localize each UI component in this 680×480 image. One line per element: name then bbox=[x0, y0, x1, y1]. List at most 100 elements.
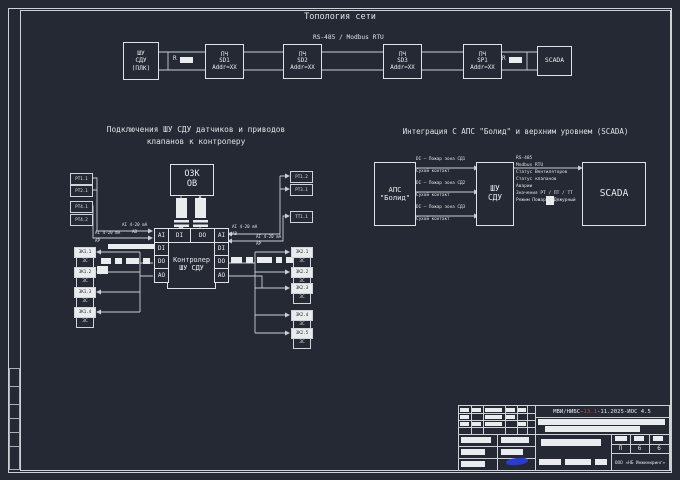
shu-sdu-block: ШУ СДУ bbox=[476, 162, 514, 226]
node-text: ПЧ bbox=[299, 51, 306, 58]
node-text: Addr=XX bbox=[390, 64, 415, 71]
redaction-mark bbox=[485, 422, 502, 426]
link-type: Сухой контакт bbox=[416, 217, 450, 222]
topology-title: Топология сети bbox=[304, 12, 376, 22]
redaction-mark bbox=[460, 422, 469, 426]
arrowhead-icons bbox=[96, 165, 583, 336]
node-vfd-sp1: ПЧ SP1 Addr=XX bbox=[463, 44, 502, 79]
sensor-box: РТ1.1 bbox=[70, 173, 93, 185]
controller-name: ШУ СДУ bbox=[179, 264, 204, 272]
sheet-cell: 6 bbox=[637, 444, 642, 452]
signal-label: AI 4-20 mA bbox=[95, 230, 121, 235]
ozk-valve-block: ОЗК ОВ bbox=[170, 164, 214, 196]
scada-link-line: Статус клапанов bbox=[516, 177, 557, 182]
node-text: Addr=XX bbox=[470, 64, 495, 71]
scada-link-line: Статус Вентиляторов bbox=[516, 170, 568, 175]
node-text: (ПЛК) bbox=[131, 64, 151, 72]
port-do-right: DO bbox=[214, 255, 229, 269]
margin-cell bbox=[9, 432, 20, 447]
redaction-mark bbox=[461, 449, 485, 455]
port-ai-top-right: AI bbox=[214, 228, 229, 243]
wiring-title-line1: Подключения ШУ СДУ датчиков и приводов bbox=[106, 125, 286, 134]
title-block: МВИ/НИБС-13.1-11.2025-ИОС 4.5 П 6 6 ООО … bbox=[458, 405, 670, 471]
redaction-mark bbox=[653, 436, 663, 441]
document-number: МВИ/НИБС-13.1-11.2025-ИОС 4.5 bbox=[536, 407, 668, 417]
outer-frame bbox=[8, 8, 672, 473]
terminator-label-right: R bbox=[502, 55, 506, 62]
port-di-left: DI bbox=[154, 242, 169, 256]
redaction-mark bbox=[545, 426, 640, 432]
signature-mark bbox=[505, 456, 529, 467]
redaction-mark bbox=[506, 408, 515, 412]
redaction-mark bbox=[518, 408, 526, 412]
scada-link-line: RS-485 bbox=[516, 156, 533, 161]
node-text: ШУ bbox=[137, 50, 145, 58]
signal-label: АР bbox=[256, 241, 262, 246]
redaction-mark bbox=[615, 436, 627, 441]
scada-text: SCADA bbox=[599, 187, 629, 199]
valve-status-box: ЗС bbox=[293, 338, 311, 349]
shu-text: ШУ bbox=[490, 184, 500, 194]
integration-title: Интеграция С АПС "Болид" и верхним уровн… bbox=[402, 127, 629, 136]
margin-cell bbox=[9, 368, 20, 387]
margin-cell bbox=[9, 418, 20, 433]
sensor-box: РТ4.2 bbox=[70, 214, 93, 226]
node-text: СДУ bbox=[135, 57, 147, 65]
scada-link-line: Значения РТ / ПТ / ТТ bbox=[516, 191, 573, 196]
signal-label: АВ bbox=[232, 231, 238, 236]
port-ao-right: AO bbox=[214, 268, 229, 283]
stage-cell: П bbox=[618, 444, 623, 452]
scada-link-line: Режим Пожар / Дежурный bbox=[516, 198, 576, 203]
node-text: Addr=XX bbox=[290, 64, 315, 71]
ozk-text: ОЗК bbox=[184, 169, 200, 180]
shu-text: СДУ bbox=[487, 193, 503, 202]
node-text: SD1 bbox=[219, 58, 230, 65]
node-text: Addr=XX bbox=[212, 64, 237, 71]
signal-label: AI 4-20 mA bbox=[232, 224, 258, 229]
link-type: Сухой контакт bbox=[416, 169, 450, 174]
redaction-mark bbox=[485, 415, 502, 419]
redaction-mark bbox=[565, 459, 591, 465]
signal-label: АВ bbox=[132, 229, 138, 234]
port-di-right: DI bbox=[214, 242, 229, 256]
inner-frame bbox=[20, 10, 671, 471]
sensor-box: РТ4.1 bbox=[70, 201, 93, 213]
aps-text: АПС bbox=[388, 184, 402, 194]
node-scada: SCADA bbox=[537, 46, 572, 76]
node-text: SD3 bbox=[397, 58, 408, 65]
ozk-text: ОВ bbox=[186, 179, 198, 189]
signal-label: АР bbox=[95, 238, 101, 243]
sensor-box: РТ1.2 bbox=[290, 171, 313, 183]
redaction-mark bbox=[541, 439, 601, 446]
valve-status-box: ЗС bbox=[293, 293, 311, 304]
node-shu-sdu-plc: ШУ СДУ (ПЛК) bbox=[123, 42, 159, 80]
redaction-mark bbox=[461, 461, 485, 467]
node-text: SCADA bbox=[544, 56, 565, 65]
terminator-label-left: R bbox=[173, 55, 177, 62]
redaction-mark bbox=[460, 415, 469, 419]
aps-bolid-block: АПС "Болид" bbox=[374, 162, 416, 226]
redaction-marks bbox=[97, 57, 554, 274]
redaction-mark bbox=[538, 419, 665, 425]
node-text: SD2 bbox=[297, 58, 308, 65]
margin-cell bbox=[9, 386, 20, 405]
redaction-mark bbox=[485, 408, 502, 412]
port-do-left: DO bbox=[154, 255, 169, 269]
node-text: SP1 bbox=[477, 58, 488, 65]
scada-link-line: Modbus RTU bbox=[516, 163, 544, 168]
controller-block: Контролер ШУ СДУ bbox=[167, 241, 216, 289]
sheets-cell: 6 bbox=[657, 444, 661, 452]
node-vfd-sd2: ПЧ SD2 Addr=XX bbox=[283, 44, 322, 79]
signal-label: AI 4-20 mA bbox=[122, 222, 148, 227]
scada-block: SCADA bbox=[582, 162, 646, 226]
port-do-top: DO bbox=[190, 228, 215, 243]
port-ai-top-left: AI bbox=[154, 228, 169, 243]
link-type: Сухой контакт bbox=[416, 193, 450, 198]
bus-protocol-label: RS-485 / Modbus RTU bbox=[313, 34, 384, 41]
sensor-box: РТ2.1 bbox=[70, 185, 93, 197]
valve-status-box: ЗС bbox=[76, 317, 94, 328]
redaction-mark bbox=[634, 436, 644, 441]
redaction-mark bbox=[539, 459, 561, 465]
redaction-mark bbox=[472, 422, 481, 426]
link-signal: DI — Пожар зона СД2 bbox=[416, 181, 466, 186]
